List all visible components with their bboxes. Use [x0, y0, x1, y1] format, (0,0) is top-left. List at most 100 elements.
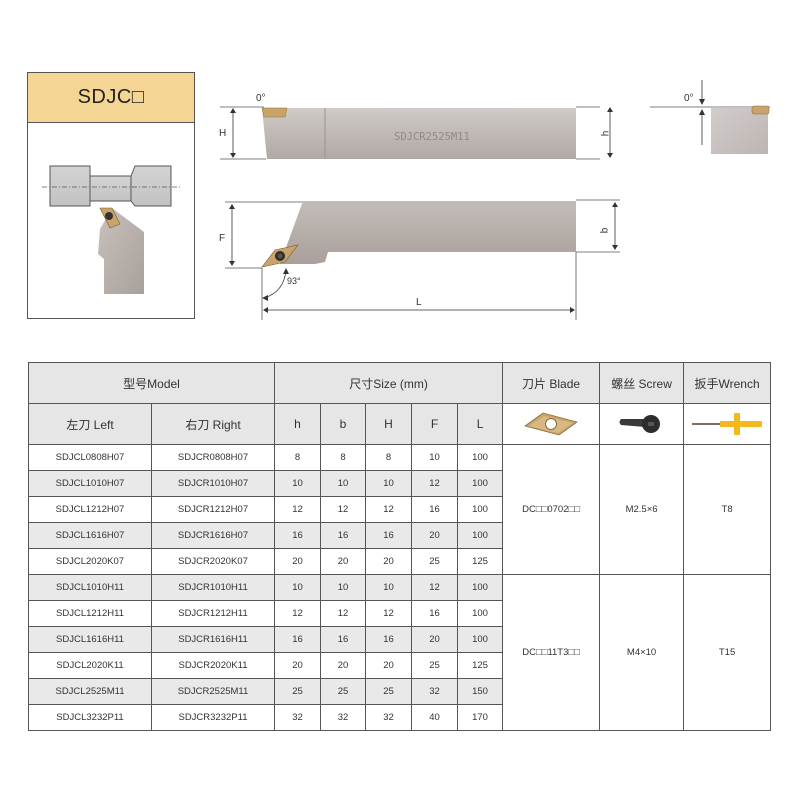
right-model-cell: SDJCR3232P11: [151, 704, 275, 731]
screw-spec-cell: M4×10: [599, 574, 685, 731]
dim-H-label: H: [219, 128, 227, 139]
size-F-cell: 20: [411, 522, 458, 549]
header-model: 型号Model: [28, 362, 275, 404]
size-h-cell: 10: [274, 574, 321, 601]
right-model-cell: SDJCR1212H11: [151, 600, 275, 627]
lead-angle-label: 93°: [287, 276, 301, 286]
product-card: SDJC□: [27, 72, 195, 319]
size-L-cell: 150: [456, 678, 504, 705]
size-L-cell: 170: [456, 704, 504, 731]
left-model-cell: SDJCL0808H07: [28, 444, 152, 471]
header-wrench: 扳手Wrench: [683, 362, 772, 404]
screw-icon: [619, 415, 660, 433]
wrench-spec-cell: T8: [683, 444, 772, 575]
size-H-cell: 20: [365, 548, 412, 575]
right-model-cell: SDJCR1010H07: [151, 470, 275, 497]
size-H-cell: 32: [365, 704, 412, 731]
application-illustration: [42, 165, 180, 294]
size-F-cell: 12: [411, 574, 458, 601]
right-model-cell: SDJCR2525M11: [151, 678, 275, 705]
header-F: F: [411, 403, 458, 445]
size-L-cell: 100: [456, 470, 504, 497]
size-L-cell: 100: [456, 496, 504, 523]
size-F-cell: 25: [411, 548, 458, 575]
size-H-cell: 8: [365, 444, 412, 471]
size-h-cell: 32: [274, 704, 321, 731]
size-F-cell: 16: [411, 496, 458, 523]
size-h-cell: 25: [274, 678, 321, 705]
left-model-cell: SDJCL1010H11: [28, 574, 152, 601]
blade-spec-cell: DC□□11T3□□: [502, 574, 601, 731]
size-h-cell: 10: [274, 470, 321, 497]
left-model-cell: SDJCL2020K07: [28, 548, 152, 575]
spec-table: 型号Model 尺寸Size (mm) 刀片 Blade 螺丝 Screw 扳手…: [28, 362, 772, 731]
right-model-cell: SDJCR2020K07: [151, 548, 275, 575]
size-F-cell: 16: [411, 600, 458, 627]
size-L-cell: 125: [456, 652, 504, 679]
size-H-cell: 12: [365, 600, 412, 627]
right-model-cell: SDJCR0808H07: [151, 444, 275, 471]
size-b-cell: 16: [320, 626, 366, 653]
screw-image-cell: [599, 403, 685, 445]
size-b-cell: 12: [320, 600, 366, 627]
size-b-cell: 10: [320, 470, 366, 497]
right-model-cell: SDJCR1212H07: [151, 496, 275, 523]
header-left: 左刀 Left: [28, 403, 152, 445]
dim-b-label: b: [599, 227, 611, 234]
top-view-drawing: SDJCR2525M11: [220, 106, 600, 160]
size-L-cell: 100: [456, 522, 504, 549]
h-dimension: [607, 107, 613, 158]
end-rake-angle-label: 0°: [684, 93, 694, 104]
size-b-cell: 20: [320, 652, 366, 679]
size-b-cell: 12: [320, 496, 366, 523]
product-code-title: SDJC□: [28, 73, 194, 123]
header-screw: 螺丝 Screw: [599, 362, 685, 404]
size-b-cell: 8: [320, 444, 366, 471]
wrench-spec-cell: T15: [683, 574, 772, 731]
wrench-icon: [692, 413, 763, 435]
left-model-cell: SDJCL3232P11: [28, 704, 152, 731]
header-right: 右刀 Right: [151, 403, 275, 445]
size-H-cell: 10: [365, 470, 412, 497]
size-H-cell: 10: [365, 574, 412, 601]
left-model-cell: SDJCL1616H11: [28, 626, 152, 653]
size-F-cell: 40: [411, 704, 458, 731]
header-size: 尺寸Size (mm): [273, 362, 504, 404]
size-b-cell: 20: [320, 548, 366, 575]
blade-spec-cell: DC□□0702□□: [502, 444, 601, 575]
size-H-cell: 20: [365, 652, 412, 679]
insert-icon: [524, 412, 578, 436]
size-b-cell: 10: [320, 574, 366, 601]
left-model-cell: SDJCL2525M11: [28, 678, 152, 705]
right-model-cell: SDJCR2020K11: [151, 652, 275, 679]
left-model-cell: SDJCL1212H07: [28, 496, 152, 523]
size-L-cell: 100: [456, 600, 504, 627]
header-h: h: [274, 403, 321, 445]
size-h-cell: 8: [274, 444, 321, 471]
size-h-cell: 20: [274, 652, 321, 679]
size-H-cell: 16: [365, 626, 412, 653]
size-h-cell: 12: [274, 496, 321, 523]
size-L-cell: 100: [456, 574, 504, 601]
wrench-image-cell: [683, 403, 772, 445]
size-b-cell: 32: [320, 704, 366, 731]
size-F-cell: 20: [411, 626, 458, 653]
screw-spec-cell: M2.5×6: [599, 444, 685, 575]
plan-view-drawing: [225, 199, 620, 320]
end-view-drawing: [650, 80, 770, 154]
size-h-cell: 16: [274, 522, 321, 549]
size-H-cell: 25: [365, 678, 412, 705]
size-h-cell: 20: [274, 548, 321, 575]
size-H-cell: 12: [365, 496, 412, 523]
size-L-cell: 100: [456, 444, 504, 471]
size-F-cell: 12: [411, 470, 458, 497]
header-b: b: [320, 403, 366, 445]
size-L-cell: 100: [456, 626, 504, 653]
